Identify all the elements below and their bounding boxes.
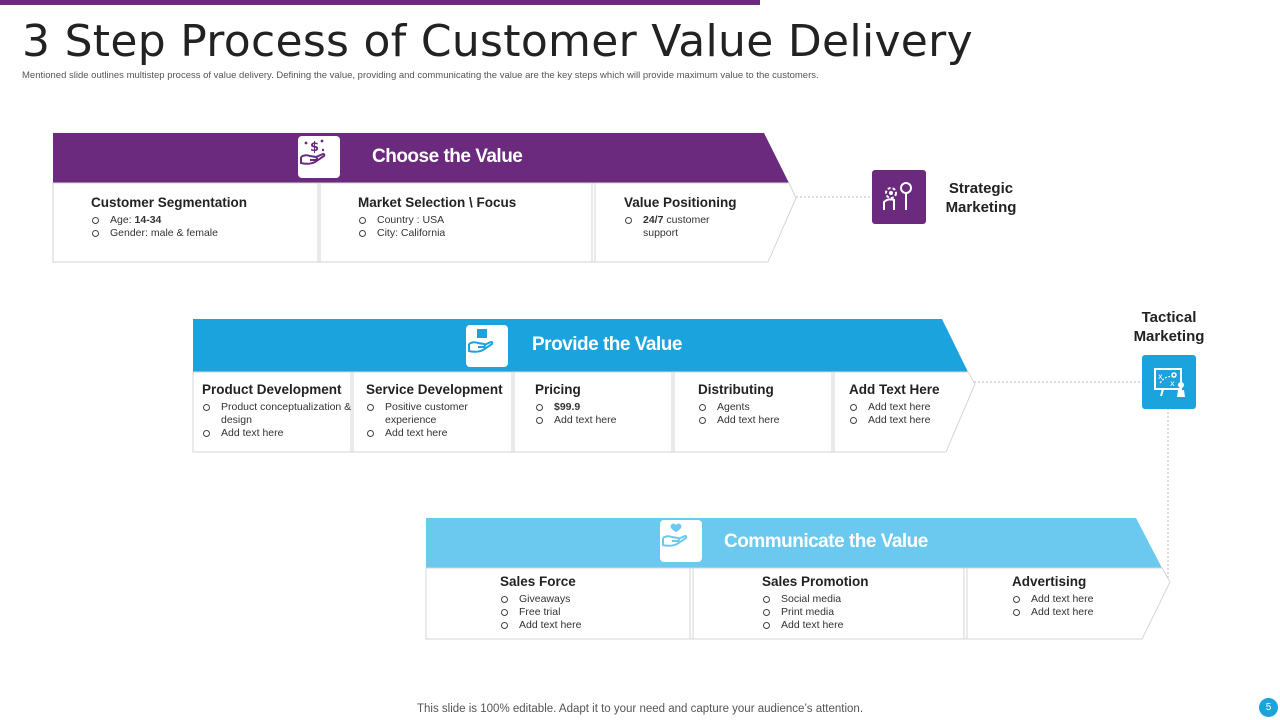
- cell-title: Pricing: [535, 382, 581, 397]
- list-item: Add text here: [698, 414, 779, 427]
- svg-text:$: $: [310, 140, 319, 155]
- cell-title: Customer Segmentation: [91, 195, 248, 210]
- list-item: Add text here: [202, 427, 352, 440]
- hand-heart-icon: [660, 520, 702, 562]
- step-title: Communicate the Value: [724, 531, 928, 552]
- cell-advertising: Advertising Add text here Add text here: [1012, 574, 1093, 619]
- cell-title: Market Selection \ Focus: [358, 195, 517, 210]
- cell-sales-promotion: Sales Promotion Social media Print media…: [762, 574, 869, 632]
- list-item: Add text here: [849, 414, 940, 427]
- list-item: Country : USA: [358, 214, 516, 227]
- list-item: Add text here: [1012, 593, 1093, 606]
- cell-title: Add Text Here: [849, 382, 940, 397]
- top-accent-bar: [0, 0, 760, 5]
- cell-title: Distributing: [698, 382, 774, 397]
- list-item: Gender: male & female: [91, 227, 247, 240]
- cell-title: Sales Promotion: [762, 574, 869, 589]
- page-title: 3 Step Process of Customer Value Deliver…: [22, 16, 973, 67]
- cell-value-positioning: Value Positioning 24/7 customer support: [624, 195, 737, 240]
- cell-title: Advertising: [1012, 574, 1087, 589]
- cell-add-text-here: Add Text Here Add text here Add text her…: [849, 382, 940, 427]
- cell-sales-force: Sales Force Giveaways Free trial Add tex…: [500, 574, 581, 632]
- list-item: Add text here: [535, 414, 616, 427]
- list-item: $99.9: [535, 401, 616, 414]
- cell-service-development: Service Development Positive customer ex…: [366, 382, 506, 440]
- svg-text:x: x: [1170, 379, 1175, 388]
- list-item: Free trial: [500, 606, 581, 619]
- page-number: 5: [1259, 698, 1278, 717]
- page-subtitle: Mentioned slide outlines multistep proce…: [22, 70, 819, 81]
- list-item: Add text here: [366, 427, 506, 440]
- list-item: Add text here: [762, 619, 869, 632]
- step-title: Provide the Value: [532, 334, 682, 355]
- list-item: Print media: [762, 606, 869, 619]
- cell-title: Value Positioning: [624, 195, 737, 210]
- cell-product-development: Product Development Product conceptualiz…: [202, 382, 352, 440]
- cell-pricing: Pricing $99.9 Add text here: [535, 382, 616, 427]
- hand-box-icon: [466, 325, 508, 367]
- cell-market-selection: Market Selection \ Focus Country : USA C…: [358, 195, 516, 240]
- list-item: Giveaways: [500, 593, 581, 606]
- list-item: Add text here: [849, 401, 940, 414]
- hand-dollar-icon: $: [298, 136, 340, 178]
- list-item: Age: 14-34: [91, 214, 247, 227]
- cell-customer-segmentation: Customer Segmentation Age: 14-34 Gender:…: [91, 195, 247, 240]
- cell-title: Service Development: [366, 382, 503, 397]
- cell-title: Sales Force: [500, 574, 576, 589]
- cell-distributing: Distributing Agents Add text here: [698, 382, 779, 427]
- step-title: Choose the Value: [372, 146, 523, 167]
- list-item: Social media: [762, 593, 869, 606]
- list-item: Agents: [698, 401, 779, 414]
- list-item: Add text here: [500, 619, 581, 632]
- list-item: City: California: [358, 227, 516, 240]
- list-item: 24/7 customer support: [624, 214, 734, 240]
- strategy-board-icon: x x: [1142, 355, 1196, 409]
- list-item: Add text here: [1012, 606, 1093, 619]
- footer-note: This slide is 100% editable. Adapt it to…: [416, 703, 864, 715]
- svg-text:x: x: [1158, 372, 1163, 381]
- cell-title: Product Development: [202, 382, 342, 397]
- list-item: Positive customer experience: [366, 401, 506, 427]
- brain-gear-lightbulb-icon: [872, 170, 926, 224]
- list-item: Product conceptualization & design: [202, 401, 352, 427]
